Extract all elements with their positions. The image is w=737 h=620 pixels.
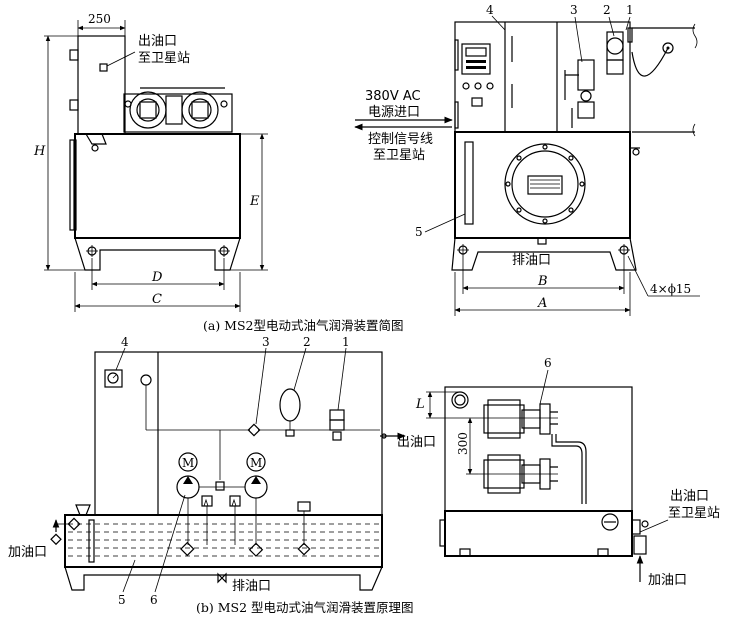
schem-callout-6: 6 — [150, 593, 158, 607]
callout-4: 4 — [486, 3, 494, 17]
schem-callout-2: 2 — [303, 335, 311, 349]
tv-outlet-label: 出油口 — [670, 489, 709, 504]
tv-outlet-label-2: 至卫星站 — [668, 506, 720, 521]
signal-label-2: 至卫星站 — [373, 148, 425, 163]
dim-H: H — [33, 144, 46, 159]
outlet-label-2: 至卫星站 — [138, 51, 190, 66]
schematic: 4 3 2 1 出油口 M M — [8, 335, 436, 607]
dim-D: D — [151, 270, 163, 285]
schem-callout-3: 3 — [262, 335, 270, 349]
callout-1: 1 — [626, 3, 634, 17]
schem-callout-5: 5 — [118, 593, 126, 607]
drain-label: 排油口 — [512, 253, 551, 268]
motor-2-label: M — [250, 456, 262, 470]
holes-label: 4×ϕ15 — [650, 282, 691, 296]
schem-callout-4: 4 — [121, 335, 129, 349]
caption-b: (b) MS2 型电动式油气润滑装置原理图 — [196, 600, 414, 615]
signal-label: 控制信号线 — [368, 132, 433, 147]
tv-callout-6: 6 — [544, 356, 552, 370]
outlet-label: 出油口 — [138, 34, 177, 49]
side-view: 4 3 2 1 380V AC 电源进口 控制信号线 至卫星站 — [354, 3, 700, 316]
power-label: 380V AC — [365, 89, 421, 104]
dim-300: 300 — [456, 432, 470, 455]
top-view: 6 L 300 出油口 至卫星站 加油口 — [415, 356, 720, 588]
schem-outlet-label: 出油口 — [397, 435, 436, 450]
callout-5: 5 — [415, 225, 423, 239]
callout-3: 3 — [570, 3, 578, 17]
motor-1-label: M — [182, 456, 194, 470]
dim-B: B — [537, 274, 548, 289]
schem-drain-label: 排油口 — [232, 579, 271, 594]
front-view: 250 出油口 至卫星站 H — [33, 12, 268, 312]
caption-a: (a) MS2型电动式油气润滑装置简图 — [203, 318, 404, 333]
schem-fill-label: 加油口 — [8, 545, 47, 560]
dim-L: L — [415, 397, 425, 412]
callout-2: 2 — [603, 3, 611, 17]
dim-C: C — [152, 292, 162, 307]
power-label-2: 电源进口 — [368, 105, 420, 120]
tv-fill-label: 加油口 — [648, 573, 687, 588]
dim-A: A — [537, 296, 547, 311]
schem-callout-1: 1 — [342, 335, 350, 349]
dim-250: 250 — [88, 12, 111, 26]
dim-E: E — [249, 194, 260, 209]
